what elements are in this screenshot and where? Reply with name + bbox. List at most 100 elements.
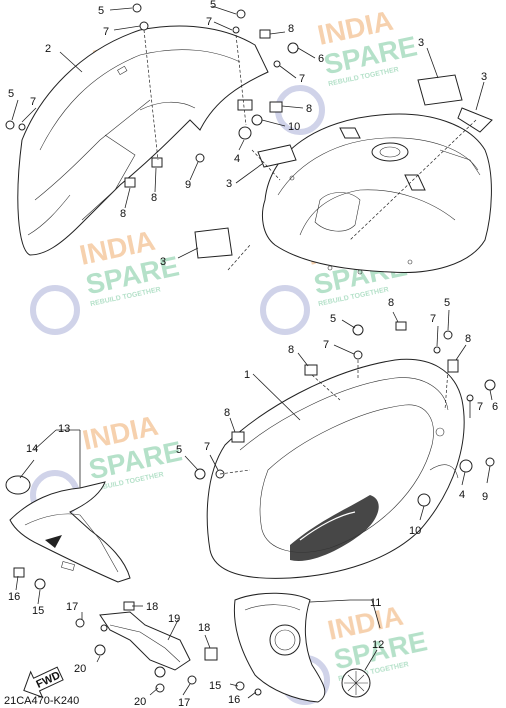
clip-icon: [269, 101, 283, 113]
part-19-bracket: [75, 601, 262, 696]
watermark-mid-left: INDIA SPARE REBUILD TOGETHER: [77, 225, 182, 308]
screw-icon: [5, 120, 15, 130]
callout-20: 20: [74, 663, 86, 675]
callout-7: 7: [30, 96, 36, 108]
callout-8: 8: [465, 333, 471, 345]
callout-10: 10: [288, 121, 300, 133]
clip-icon: [204, 647, 218, 661]
screw-icon: [194, 468, 206, 480]
top-fasteners: [5, 3, 299, 188]
callout-15: 15: [209, 680, 221, 692]
callout-7: 7: [477, 401, 483, 413]
washer-icon: [18, 123, 26, 131]
callout-7: 7: [204, 441, 210, 453]
callout-8: 8: [120, 208, 126, 220]
callout-17: 17: [178, 697, 190, 708]
washer-icon: [433, 346, 441, 354]
decal-pad-3d: [194, 227, 233, 259]
top-leader-lines: [11, 5, 485, 271]
callout-17: 17: [66, 601, 78, 613]
callout-16: 16: [8, 591, 20, 603]
callout-2: 2: [45, 43, 51, 55]
bolt-icon: [155, 683, 165, 693]
part-13-lower-cover: [5, 475, 131, 590]
part-2-side-cover: [17, 25, 269, 256]
callout-7: 7: [323, 339, 329, 351]
callout-16: 16: [228, 694, 240, 706]
callout-5: 5: [98, 5, 104, 17]
screw-icon: [443, 330, 453, 340]
clip-icon: [13, 567, 25, 578]
callout-3: 3: [160, 256, 166, 268]
screw-icon: [235, 681, 245, 691]
grommet-icon: [238, 126, 252, 140]
diagram-code: 21CA470-K240: [4, 695, 79, 707]
watermark-lower-left: INDIA SPARE REBUILD TOGETHER: [80, 410, 185, 493]
callout-8: 8: [288, 23, 294, 35]
watermark-top-right: INDIA SPARE REBUILD TOGETHER: [315, 5, 420, 88]
lower-left-leader-lines: [15, 429, 81, 605]
screw-icon: [352, 324, 364, 336]
callout-10: 10: [409, 525, 421, 537]
callout-numbers: 5 7 2 5 7 8 6 7 3 3 5 7 8 10 4 3 9 8 8 3…: [4, 0, 498, 708]
callout-8: 8: [224, 407, 230, 419]
callout-5: 5: [8, 88, 14, 100]
fwd-label: FWD: [34, 669, 62, 690]
screw-icon: [132, 3, 142, 13]
washer-icon: [100, 624, 108, 632]
screw-icon: [34, 578, 46, 590]
clip-icon: [124, 177, 136, 188]
clip-icon: [304, 364, 318, 376]
callout-3: 3: [418, 37, 424, 49]
callout-13: 13: [58, 423, 70, 435]
decal-pad-3c: [257, 144, 297, 168]
callout-14: 14: [26, 443, 38, 455]
callout-19: 19: [168, 613, 180, 625]
screw-icon: [236, 9, 246, 19]
bolt-icon: [195, 153, 205, 163]
callout-9: 9: [185, 179, 191, 191]
washer-icon: [139, 21, 149, 31]
callout-8: 8: [151, 192, 157, 204]
callout-9: 9: [482, 491, 488, 503]
part-1-tank-shroud: [206, 358, 465, 579]
grommet-icon: [154, 666, 166, 678]
middle-leader-lines: [184, 309, 493, 521]
grommet-icon: [459, 459, 473, 473]
decal-pad-3a: [417, 74, 463, 106]
callout-4: 4: [234, 153, 240, 165]
middle-fasteners: [194, 321, 496, 507]
washer-icon: [232, 26, 240, 34]
callout-7: 7: [206, 16, 212, 28]
callout-8: 8: [288, 344, 294, 356]
bolt-icon: [484, 379, 496, 391]
callout-7: 7: [103, 26, 109, 38]
callout-5: 5: [330, 313, 336, 325]
callout-6: 6: [318, 53, 324, 65]
clip-icon: [447, 359, 459, 373]
screw-icon: [75, 618, 85, 628]
callout-8: 8: [306, 103, 312, 115]
washer-icon: [254, 688, 262, 696]
bolt-icon: [187, 675, 197, 685]
bolt-icon: [485, 457, 495, 467]
callout-7: 7: [430, 313, 436, 325]
decal-pads: [194, 74, 493, 259]
clip-icon: [395, 321, 407, 331]
callout-6: 6: [492, 401, 498, 413]
callout-7: 7: [299, 73, 305, 85]
callout-20: 20: [134, 696, 146, 708]
fuel-tank: [262, 113, 492, 275]
clip-icon: [259, 29, 271, 39]
callout-11: 11: [370, 597, 381, 609]
lower-right-leader-lines: [309, 599, 381, 671]
callout-5: 5: [176, 444, 182, 456]
callout-5: 5: [444, 297, 450, 309]
bolt-icon: [287, 42, 299, 54]
washer-icon: [353, 350, 363, 360]
part-11-side-panel: [233, 592, 371, 703]
callout-8: 8: [388, 297, 394, 309]
grommet-icon: [94, 644, 106, 656]
part-14-cap: [5, 475, 31, 495]
